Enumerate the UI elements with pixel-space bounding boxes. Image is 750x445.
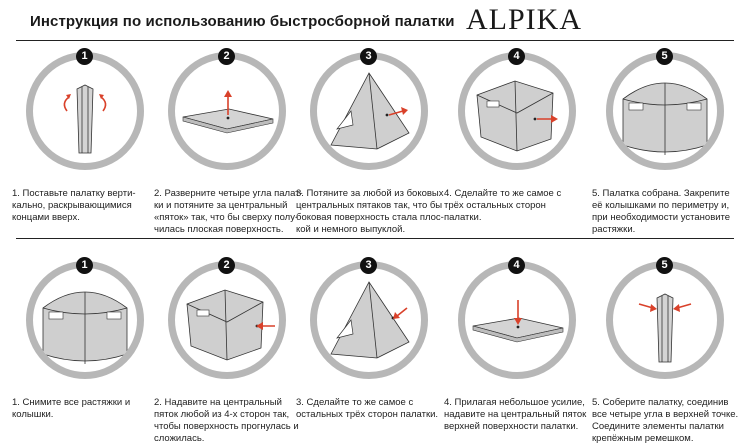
step-number-badge: 5 [656,48,673,65]
folded-tent-icon [63,84,107,154]
step-caption: 3. Потяните за любой из боковых централь… [296,188,444,235]
step-illustration [458,52,576,170]
step-number-badge: 1 [76,257,93,274]
step-illustration [606,261,724,379]
step-number-badge: 3 [360,257,377,274]
assembled-tent-icon [622,82,708,155]
step-number-badge: 4 [508,48,525,65]
step-illustration [26,261,144,379]
page-title: Инструкция по использованию быстросборно… [30,13,455,30]
step-caption: 2. Разверните четыре угла палат- ки и по… [154,188,303,235]
flat-tent-icon [182,90,274,134]
top-divider [16,40,734,41]
step-number-badge: 5 [656,257,673,274]
collapsing-tent-icon [186,289,275,361]
step-illustration [310,52,428,170]
step-caption: 1. Поставьте палатку верти- кально, раск… [12,188,136,223]
step-caption: 4. Прилагая небольшое усилие, надавите н… [444,397,587,432]
folded-tent-icon [638,293,692,363]
brand-logo: ALPIKA [466,3,582,36]
step-caption: 5. Палатка собрана. Закрепите её колышка… [592,188,731,235]
three-quarter-tent-icon [476,80,558,152]
middle-divider [16,238,734,239]
half-raised-tent-icon [330,72,410,150]
step-caption: 1. Снимите все растяжки и колышки. [12,397,131,420]
step-illustration [606,52,724,170]
step-illustration [458,261,576,379]
step-caption: 5. Соберите палатку, соединив все четыре… [592,397,739,444]
step-number-badge: 2 [218,48,235,65]
step-number-badge: 3 [360,48,377,65]
step-illustration [310,261,428,379]
header: Инструкция по использованию быстросборно… [0,0,750,42]
step-number-badge: 2 [218,257,235,274]
step-caption: 3. Сделайте то же самое с остальных трёх… [296,397,439,420]
flat-tent-icon [472,300,564,343]
step-caption: 2. Надавите на центральный пяток любой и… [154,397,299,444]
step-illustration [168,261,286,379]
step-illustration [26,52,144,170]
step-number-badge: 1 [76,48,93,65]
step-caption: 4. Сделайте то же самое с трёх остальных… [444,188,562,223]
half-raised-tent-icon [330,281,410,359]
step-number-badge: 4 [508,257,525,274]
assembled-tent-icon [42,291,128,364]
step-illustration [168,52,286,170]
